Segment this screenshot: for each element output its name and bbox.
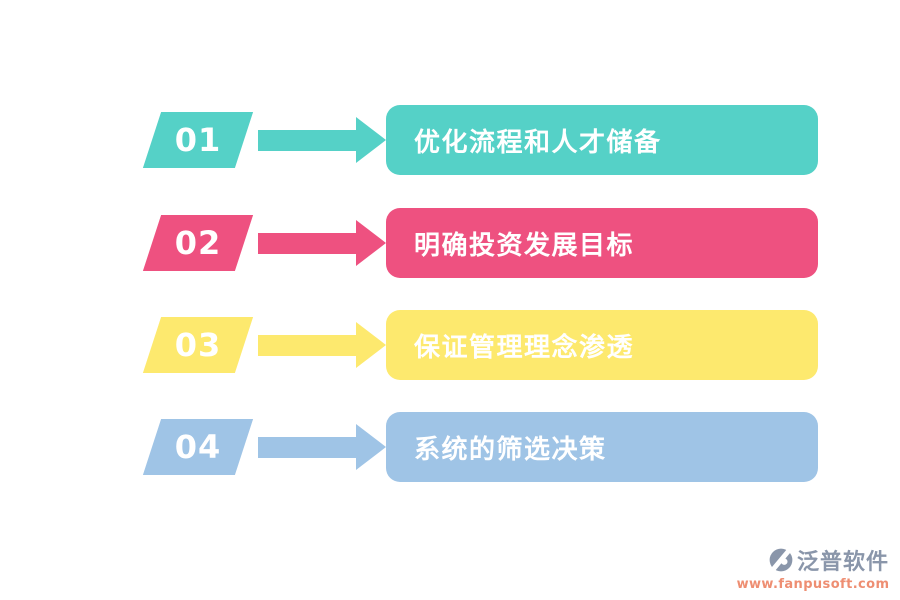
arrow-right-icon — [258, 412, 386, 482]
arrow-right-icon — [258, 310, 386, 380]
step-row-2: 02 明确投资发展目标 — [0, 208, 900, 278]
step-label: 明确投资发展目标 — [414, 230, 635, 261]
step-label-bar: 保证管理理念渗透 — [386, 310, 818, 380]
step-number-badge: 01 — [142, 112, 254, 168]
step-number-badge: 04 — [142, 419, 254, 475]
step-label: 系统的筛选决策 — [414, 434, 607, 465]
arrow-right-icon — [258, 105, 386, 175]
step-label: 保证管理理念渗透 — [414, 332, 635, 363]
step-row-4: 04 系统的筛选决策 — [0, 412, 900, 482]
arrow-right-icon — [258, 208, 386, 278]
step-number-badge: 03 — [142, 317, 254, 373]
watermark: 泛普软件 www.fanpusoft.com — [733, 544, 893, 592]
step-label-bar: 优化流程和人才储备 — [386, 105, 818, 175]
step-row-3: 03 保证管理理念渗透 — [0, 310, 900, 380]
step-number: 03 — [174, 326, 222, 364]
step-number-badge: 02 — [142, 215, 254, 271]
step-number: 02 — [174, 224, 222, 262]
step-label-bar: 明确投资发展目标 — [386, 208, 818, 278]
step-row-1: 01 优化流程和人才储备 — [0, 105, 900, 175]
watermark-url: www.fanpusoft.com — [736, 577, 890, 592]
step-label: 优化流程和人才储备 — [414, 127, 662, 158]
fanpu-logo-icon — [767, 546, 794, 574]
step-number: 04 — [174, 428, 222, 466]
watermark-brand: 泛普软件 — [796, 550, 889, 575]
step-label-bar: 系统的筛选决策 — [386, 412, 818, 482]
step-number: 01 — [174, 121, 222, 159]
